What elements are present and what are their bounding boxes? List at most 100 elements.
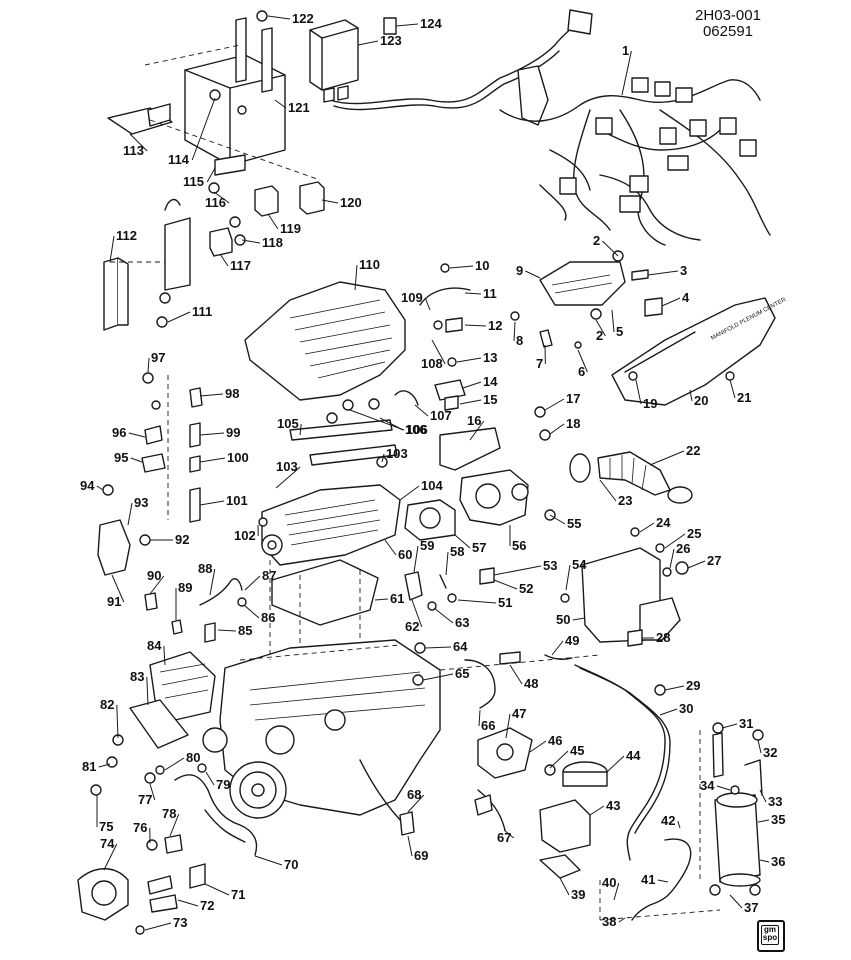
callout-leader <box>661 297 681 307</box>
callout-number: 78 <box>162 806 176 821</box>
callout-4: 4 <box>661 290 690 307</box>
callout-number: 123 <box>380 33 402 48</box>
callout-number: 66 <box>481 718 495 733</box>
callout-number: 11 <box>483 286 497 301</box>
callout-90: 90 <box>147 568 165 595</box>
callout-34: 34 <box>700 778 731 793</box>
callout-number: 8 <box>516 333 523 348</box>
callout-5: 5 <box>611 309 623 339</box>
callout-103-1: 103 <box>275 459 301 489</box>
callout-number: 39 <box>571 887 585 902</box>
callout-leader <box>407 794 425 813</box>
callout-leader <box>659 708 678 716</box>
callout-number: 82 <box>100 697 114 712</box>
callout-number: 118 <box>262 235 283 250</box>
callout-leader <box>381 453 385 463</box>
callout-leader <box>177 899 199 907</box>
callout-63: 63 <box>433 607 469 630</box>
callout-number: 33 <box>768 794 782 809</box>
callout-leader <box>505 713 511 739</box>
callout-leader <box>96 485 104 491</box>
callout-number: 28 <box>656 630 670 645</box>
callout-66: 66 <box>478 709 495 733</box>
callout-19: 19 <box>635 379 657 411</box>
callout-7: 7 <box>536 344 546 371</box>
callout-number: 64 <box>453 639 468 654</box>
callout-109: 109 <box>401 290 431 311</box>
callout-62: 62 <box>405 599 423 634</box>
callout-14: 14 <box>462 374 498 389</box>
callout-100: 100 <box>199 450 249 465</box>
callout-leader <box>414 404 429 417</box>
callout-leader <box>98 763 111 768</box>
callout-number: 106 <box>405 422 427 437</box>
callout-36: 36 <box>759 854 785 869</box>
callout-leader <box>759 859 770 863</box>
wiring-harness <box>329 9 771 246</box>
callout-number: 2 <box>596 328 603 343</box>
callout-37: 37 <box>729 894 758 915</box>
callout-number: 32 <box>763 745 777 760</box>
callout-number: 12 <box>488 318 502 333</box>
callout-leader <box>677 820 681 829</box>
callout-leader <box>130 457 143 463</box>
callout-59: 59 <box>413 538 434 573</box>
logo-bottom-text: spo <box>762 933 778 942</box>
callout-1: 1 <box>621 43 632 96</box>
callout-57: 57 <box>454 534 486 555</box>
screw-122 <box>256 10 268 22</box>
callout-6: 6 <box>577 349 588 379</box>
callout-leader <box>206 167 216 183</box>
callout-number: 38 <box>602 914 616 929</box>
engine-block <box>202 639 441 826</box>
callout-39: 39 <box>559 877 585 902</box>
callout-leader <box>454 534 471 549</box>
callout-number: 51 <box>498 595 512 610</box>
callout-number: 40 <box>602 875 616 890</box>
callout-number: 121 <box>288 100 310 115</box>
sensor-68-69 <box>399 811 415 836</box>
callout-number: 5 <box>616 324 623 339</box>
callout-number: 84 <box>147 638 162 653</box>
callout-number: 124 <box>420 16 442 31</box>
callout-29: 29 <box>664 678 700 693</box>
callout-leader <box>493 579 518 590</box>
diagram-code-date: 062591 <box>702 23 754 40</box>
callout-leader <box>716 785 731 791</box>
callout-17: 17 <box>544 391 580 411</box>
callout-28: 28 <box>642 630 670 645</box>
callout-leader <box>621 50 632 96</box>
callout-number: 9 <box>516 263 523 278</box>
callout-number: 34 <box>700 778 715 793</box>
callout-123: 123 <box>357 33 402 48</box>
callout-105: 105 <box>277 416 302 436</box>
callout-41: 41 <box>641 872 669 887</box>
callout-number: 31 <box>739 716 753 731</box>
callout-number: 91 <box>107 594 121 609</box>
callout-leader <box>243 604 260 619</box>
callout-number: 37 <box>744 900 758 915</box>
callout-number: 111 <box>192 304 212 319</box>
callout-2-2: 2 <box>595 319 606 343</box>
callout-leader <box>199 500 225 506</box>
callout-64: 64 <box>424 639 468 654</box>
callout-number: 48 <box>524 676 538 691</box>
callout-number: 50 <box>556 612 570 627</box>
callout-47: 47 <box>505 706 526 739</box>
callout-leader <box>219 253 229 267</box>
callout-leader <box>431 339 446 365</box>
callout-number: 106 <box>406 422 428 437</box>
callout-number: 29 <box>686 678 700 693</box>
callout-38: 38 <box>602 914 626 929</box>
callout-number: 122 <box>292 11 314 26</box>
callout-leader <box>116 704 119 739</box>
callout-leader <box>424 297 431 311</box>
callout-leader <box>321 199 339 204</box>
callout-leader <box>299 423 302 436</box>
callout-113: 113 <box>123 133 148 158</box>
callout-leader <box>478 709 481 727</box>
callout-leader <box>599 479 617 502</box>
callout-31: 31 <box>721 716 753 731</box>
callout-118: 118 <box>241 235 283 250</box>
callout-number: 45 <box>570 743 584 758</box>
